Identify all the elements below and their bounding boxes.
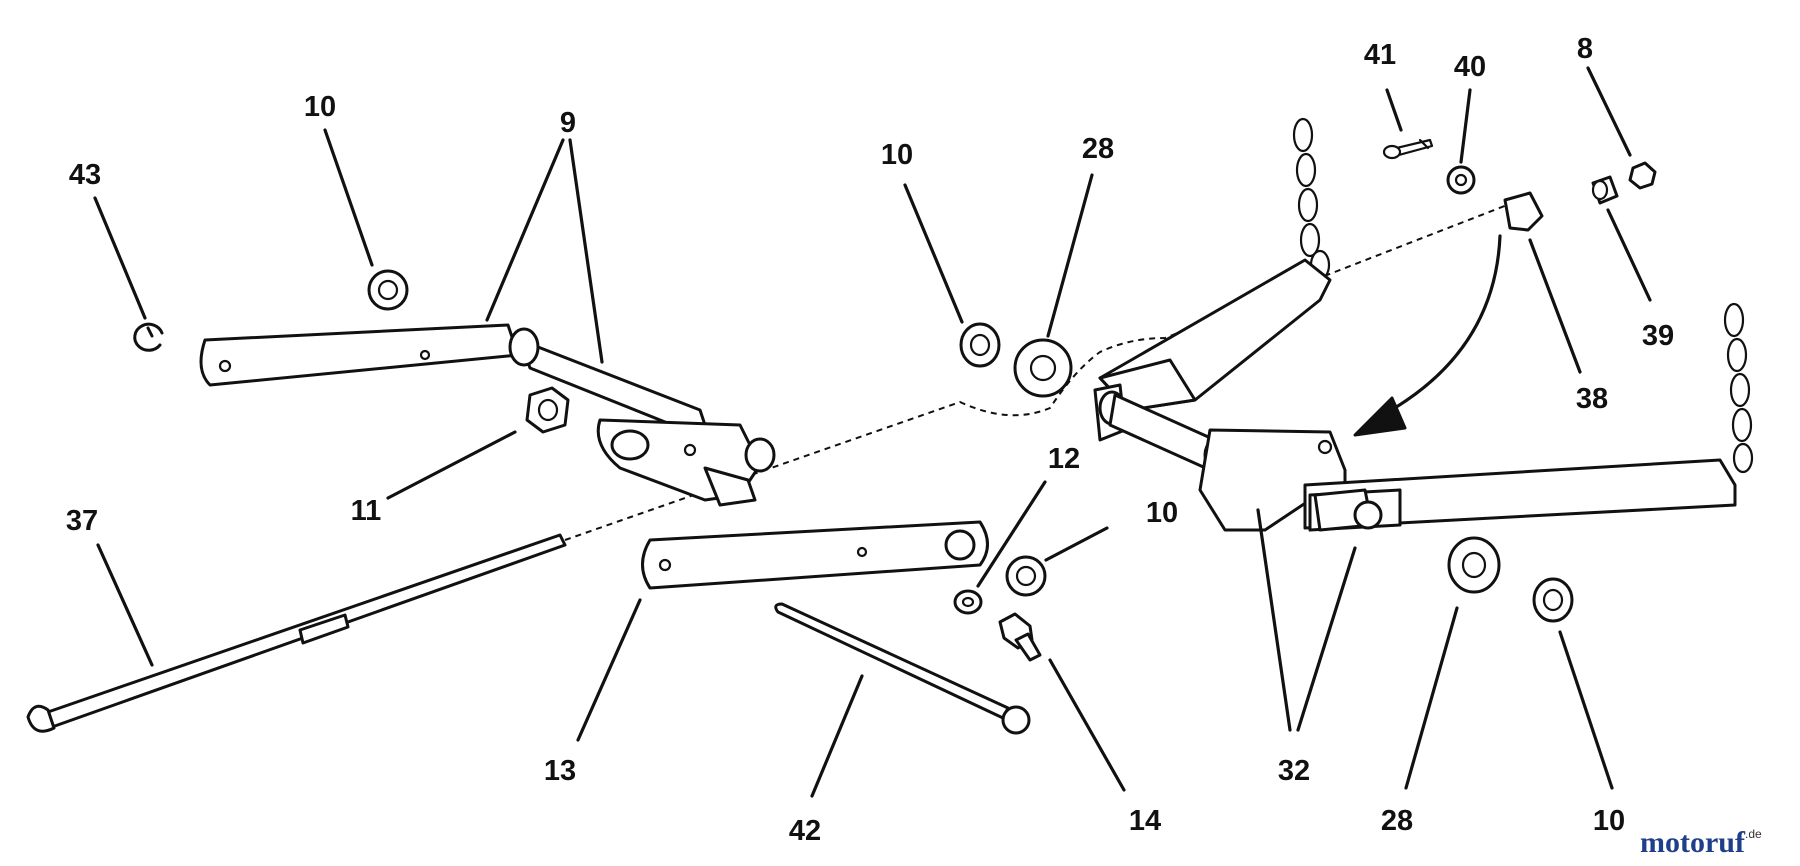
part-28-washer-lower-right (1447, 536, 1501, 594)
callout-32: 32 (1278, 755, 1310, 787)
callout-13: 13 (544, 755, 576, 787)
callout-43: 43 (69, 159, 101, 191)
callout-39: 39 (1642, 320, 1674, 352)
part-8-nut (1628, 161, 1657, 190)
leader-38 (1528, 238, 1582, 374)
watermark-brand: motoruf (1640, 826, 1746, 859)
part-38-bushing (1503, 191, 1544, 232)
leader-9-b (568, 138, 604, 364)
leader-8 (1586, 66, 1632, 157)
leader-37 (96, 543, 154, 667)
part-32-drawbar-assembly (1093, 117, 1754, 532)
leader-10-mid (1044, 526, 1109, 562)
part-41-clip-pin (1382, 138, 1434, 160)
rotation-arrow-head (1353, 396, 1407, 437)
callout-12: 12 (1048, 443, 1080, 475)
leader-28-upper-mid (1046, 173, 1094, 338)
callout-37: 37 (66, 505, 98, 537)
leader-28-lower-right (1404, 606, 1459, 790)
callout-40: 40 (1454, 51, 1486, 83)
part-11-hex-nut (525, 386, 570, 434)
part-13-link-bar (641, 520, 989, 590)
callout-42: 42 (789, 815, 821, 847)
leader-9-a (485, 138, 565, 322)
leader-14 (1048, 658, 1126, 792)
part-42-pin (774, 602, 1031, 735)
chain-lower (1723, 302, 1754, 474)
part-12-lock-washer (953, 589, 983, 615)
part-43-e-clip (133, 322, 164, 352)
callout-28-lower-right: 28 (1381, 805, 1413, 837)
part-9-lift-arm (199, 323, 776, 507)
callout-28-upper-mid: 28 (1082, 133, 1114, 165)
part-10-washer-mid (1005, 555, 1047, 597)
callout-9: 9 (560, 107, 576, 139)
leader-32-a (1256, 508, 1292, 732)
callout-14: 14 (1129, 805, 1161, 837)
leader-41 (1385, 88, 1403, 132)
part-10-washer-lower-right (1532, 577, 1574, 623)
callout-11: 11 (351, 495, 382, 527)
watermark-motoruf: motoruf.de (1640, 826, 1762, 859)
leader-43 (93, 196, 147, 320)
callout-labels: 43 10 9 11 37 13 42 12 10 14 10 28 41 40… (66, 33, 1674, 847)
leader-10-upper-mid (903, 183, 964, 324)
part-37-lift-rod (26, 533, 567, 733)
leader-10-lower-right (1558, 630, 1614, 790)
leader-12 (976, 480, 1047, 588)
watermark-suffix: .de (1745, 827, 1762, 841)
callout-10-upper-mid: 10 (881, 139, 913, 171)
part-40-washer (1446, 165, 1476, 195)
leader-39 (1606, 208, 1652, 302)
callout-41: 41 (1364, 39, 1396, 71)
leader-lines (93, 66, 1652, 798)
leader-42 (810, 674, 864, 798)
chain-upper (1292, 117, 1331, 281)
part-28-washer-upper-mid (1013, 338, 1073, 398)
svg-text:motoruf.de: motoruf.de (1640, 826, 1762, 859)
callout-38: 38 (1576, 383, 1608, 415)
part-39-spacer (1591, 175, 1619, 205)
leader-13 (576, 598, 642, 742)
part-10-washer-upper-mid (959, 322, 1001, 368)
rotation-arrow (1386, 234, 1502, 414)
callout-8: 8 (1577, 33, 1593, 65)
callout-10-left: 10 (304, 91, 336, 123)
callout-10-mid: 10 (1146, 497, 1178, 529)
leader-10-left (323, 128, 374, 267)
part-14-bolt (998, 612, 1042, 662)
leader-40 (1459, 88, 1472, 164)
part-10-washer-left (367, 269, 409, 311)
leader-32-b (1296, 546, 1357, 732)
leader-11 (386, 430, 517, 500)
callout-10-lower-right: 10 (1593, 805, 1625, 837)
